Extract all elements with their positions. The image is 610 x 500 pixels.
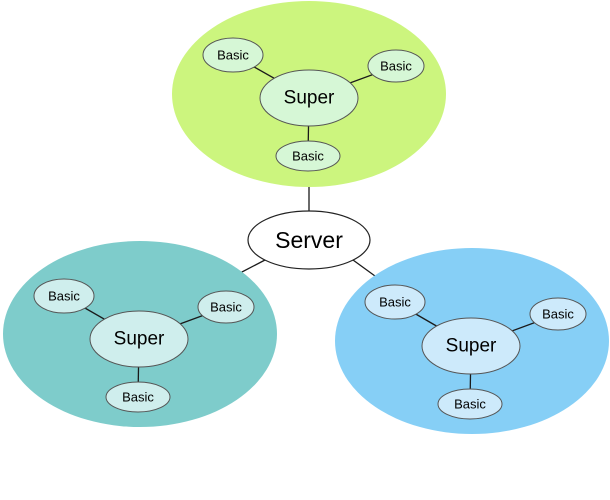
right-basic-node-3[interactable] xyxy=(437,388,503,420)
left-basic-label-3: Basic xyxy=(122,390,154,405)
cluster-top: Super Basic Basic Basic xyxy=(172,1,446,187)
right-super-label: Super xyxy=(446,336,497,357)
left-basic-node-3[interactable] xyxy=(105,381,171,413)
left-basic-label-2: Basic xyxy=(210,300,242,315)
cluster-left: Super Basic Basic Basic xyxy=(3,241,277,427)
right-basic-label-1: Basic xyxy=(379,295,411,310)
right-basic-node-1[interactable] xyxy=(364,284,426,320)
server: Server xyxy=(247,210,371,270)
link-server-left xyxy=(239,259,266,274)
right-super-node[interactable] xyxy=(421,317,521,375)
left-basic-node-1[interactable] xyxy=(33,278,95,314)
left-super-label: Super xyxy=(114,329,165,350)
top-basic-node-1[interactable] xyxy=(202,37,264,73)
server-label: Server xyxy=(275,227,343,253)
top-basic-label-2: Basic xyxy=(380,59,412,74)
server-node[interactable] xyxy=(247,210,371,270)
top-basic-label-3: Basic xyxy=(292,149,324,164)
server-links xyxy=(239,186,376,277)
left-super-node[interactable] xyxy=(89,310,189,368)
top-super-node[interactable] xyxy=(259,69,359,127)
right-basic-label-3: Basic xyxy=(454,397,486,412)
top-basic-node-2[interactable] xyxy=(367,49,425,83)
left-basic-node-2[interactable] xyxy=(197,290,255,324)
link-server-right xyxy=(352,259,376,277)
top-super-label: Super xyxy=(284,88,335,109)
right-basic-node-2[interactable] xyxy=(529,297,587,331)
left-basic-label-1: Basic xyxy=(48,289,80,304)
top-basic-node-3[interactable] xyxy=(275,140,341,172)
right-basic-label-2: Basic xyxy=(542,307,574,322)
top-basic-label-1: Basic xyxy=(217,48,249,63)
cluster-right: Super Basic Basic Basic xyxy=(335,248,609,434)
